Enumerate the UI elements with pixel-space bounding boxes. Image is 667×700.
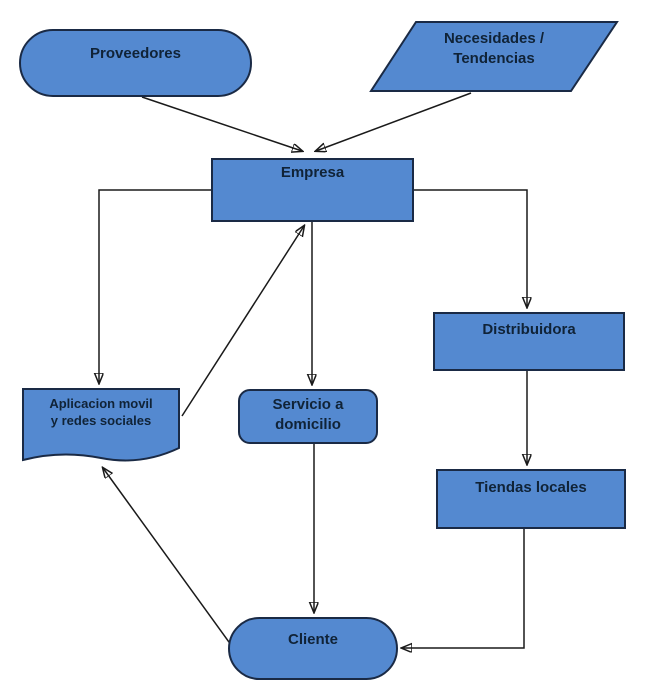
node-proveedores-label: Proveedores	[90, 45, 181, 62]
node-necesidades-label-line1: Necesidades /	[443, 30, 545, 47]
node-empresa-label: Empresa	[280, 164, 345, 181]
node-cliente-label: Cliente	[287, 631, 338, 648]
node-distribuidora: Distribuidora	[433, 312, 625, 371]
edge-proveedores-to-empresa	[141, 96, 302, 151]
edge-empresa-to-distribuidora	[414, 189, 527, 307]
node-servicio-domicilio-label-line1: Servicio a	[272, 396, 344, 413]
node-necesidades-label-line2: Tendencias	[453, 50, 535, 67]
document-shape	[22, 388, 180, 462]
node-servicio-domicilio: Servicio a domicilio	[238, 389, 378, 444]
edge-empresa-to-aplicacion-movil	[99, 189, 211, 383]
node-aplicacion-movil-label-line2: y redes sociales	[50, 413, 152, 428]
node-aplicacion-movil: Aplicacion movil y redes sociales	[22, 388, 180, 468]
node-distribuidora-label: Distribuidora	[482, 321, 576, 338]
node-tiendas-locales: Tiendas locales	[436, 469, 626, 529]
node-proveedores: Proveedores	[19, 29, 252, 97]
node-empresa: Empresa	[211, 158, 414, 222]
node-cliente: Cliente	[228, 617, 398, 680]
node-necesidades: Necesidades / Tendencias	[369, 21, 619, 93]
node-aplicacion-movil-label-line1: Aplicacion movil	[49, 396, 153, 411]
edge-tiendas-locales-to-cliente	[402, 529, 525, 648]
node-aplicacion-movil-label: Aplicacion movil y redes sociales	[22, 388, 180, 429]
edge-aplicacion-movil-to-empresa	[181, 226, 304, 417]
edge-cliente-to-aplicacion-movil	[103, 468, 235, 650]
parallelogram-shape	[369, 21, 619, 92]
node-servicio-domicilio-label-line2: domicilio	[275, 416, 341, 433]
node-tiendas-locales-label: Tiendas locales	[475, 479, 587, 496]
node-necesidades-label: Necesidades / Tendencias	[369, 21, 619, 69]
node-servicio-domicilio-label: Servicio a domicilio	[240, 395, 376, 435]
edge-necesidades-to-empresa	[316, 92, 472, 151]
